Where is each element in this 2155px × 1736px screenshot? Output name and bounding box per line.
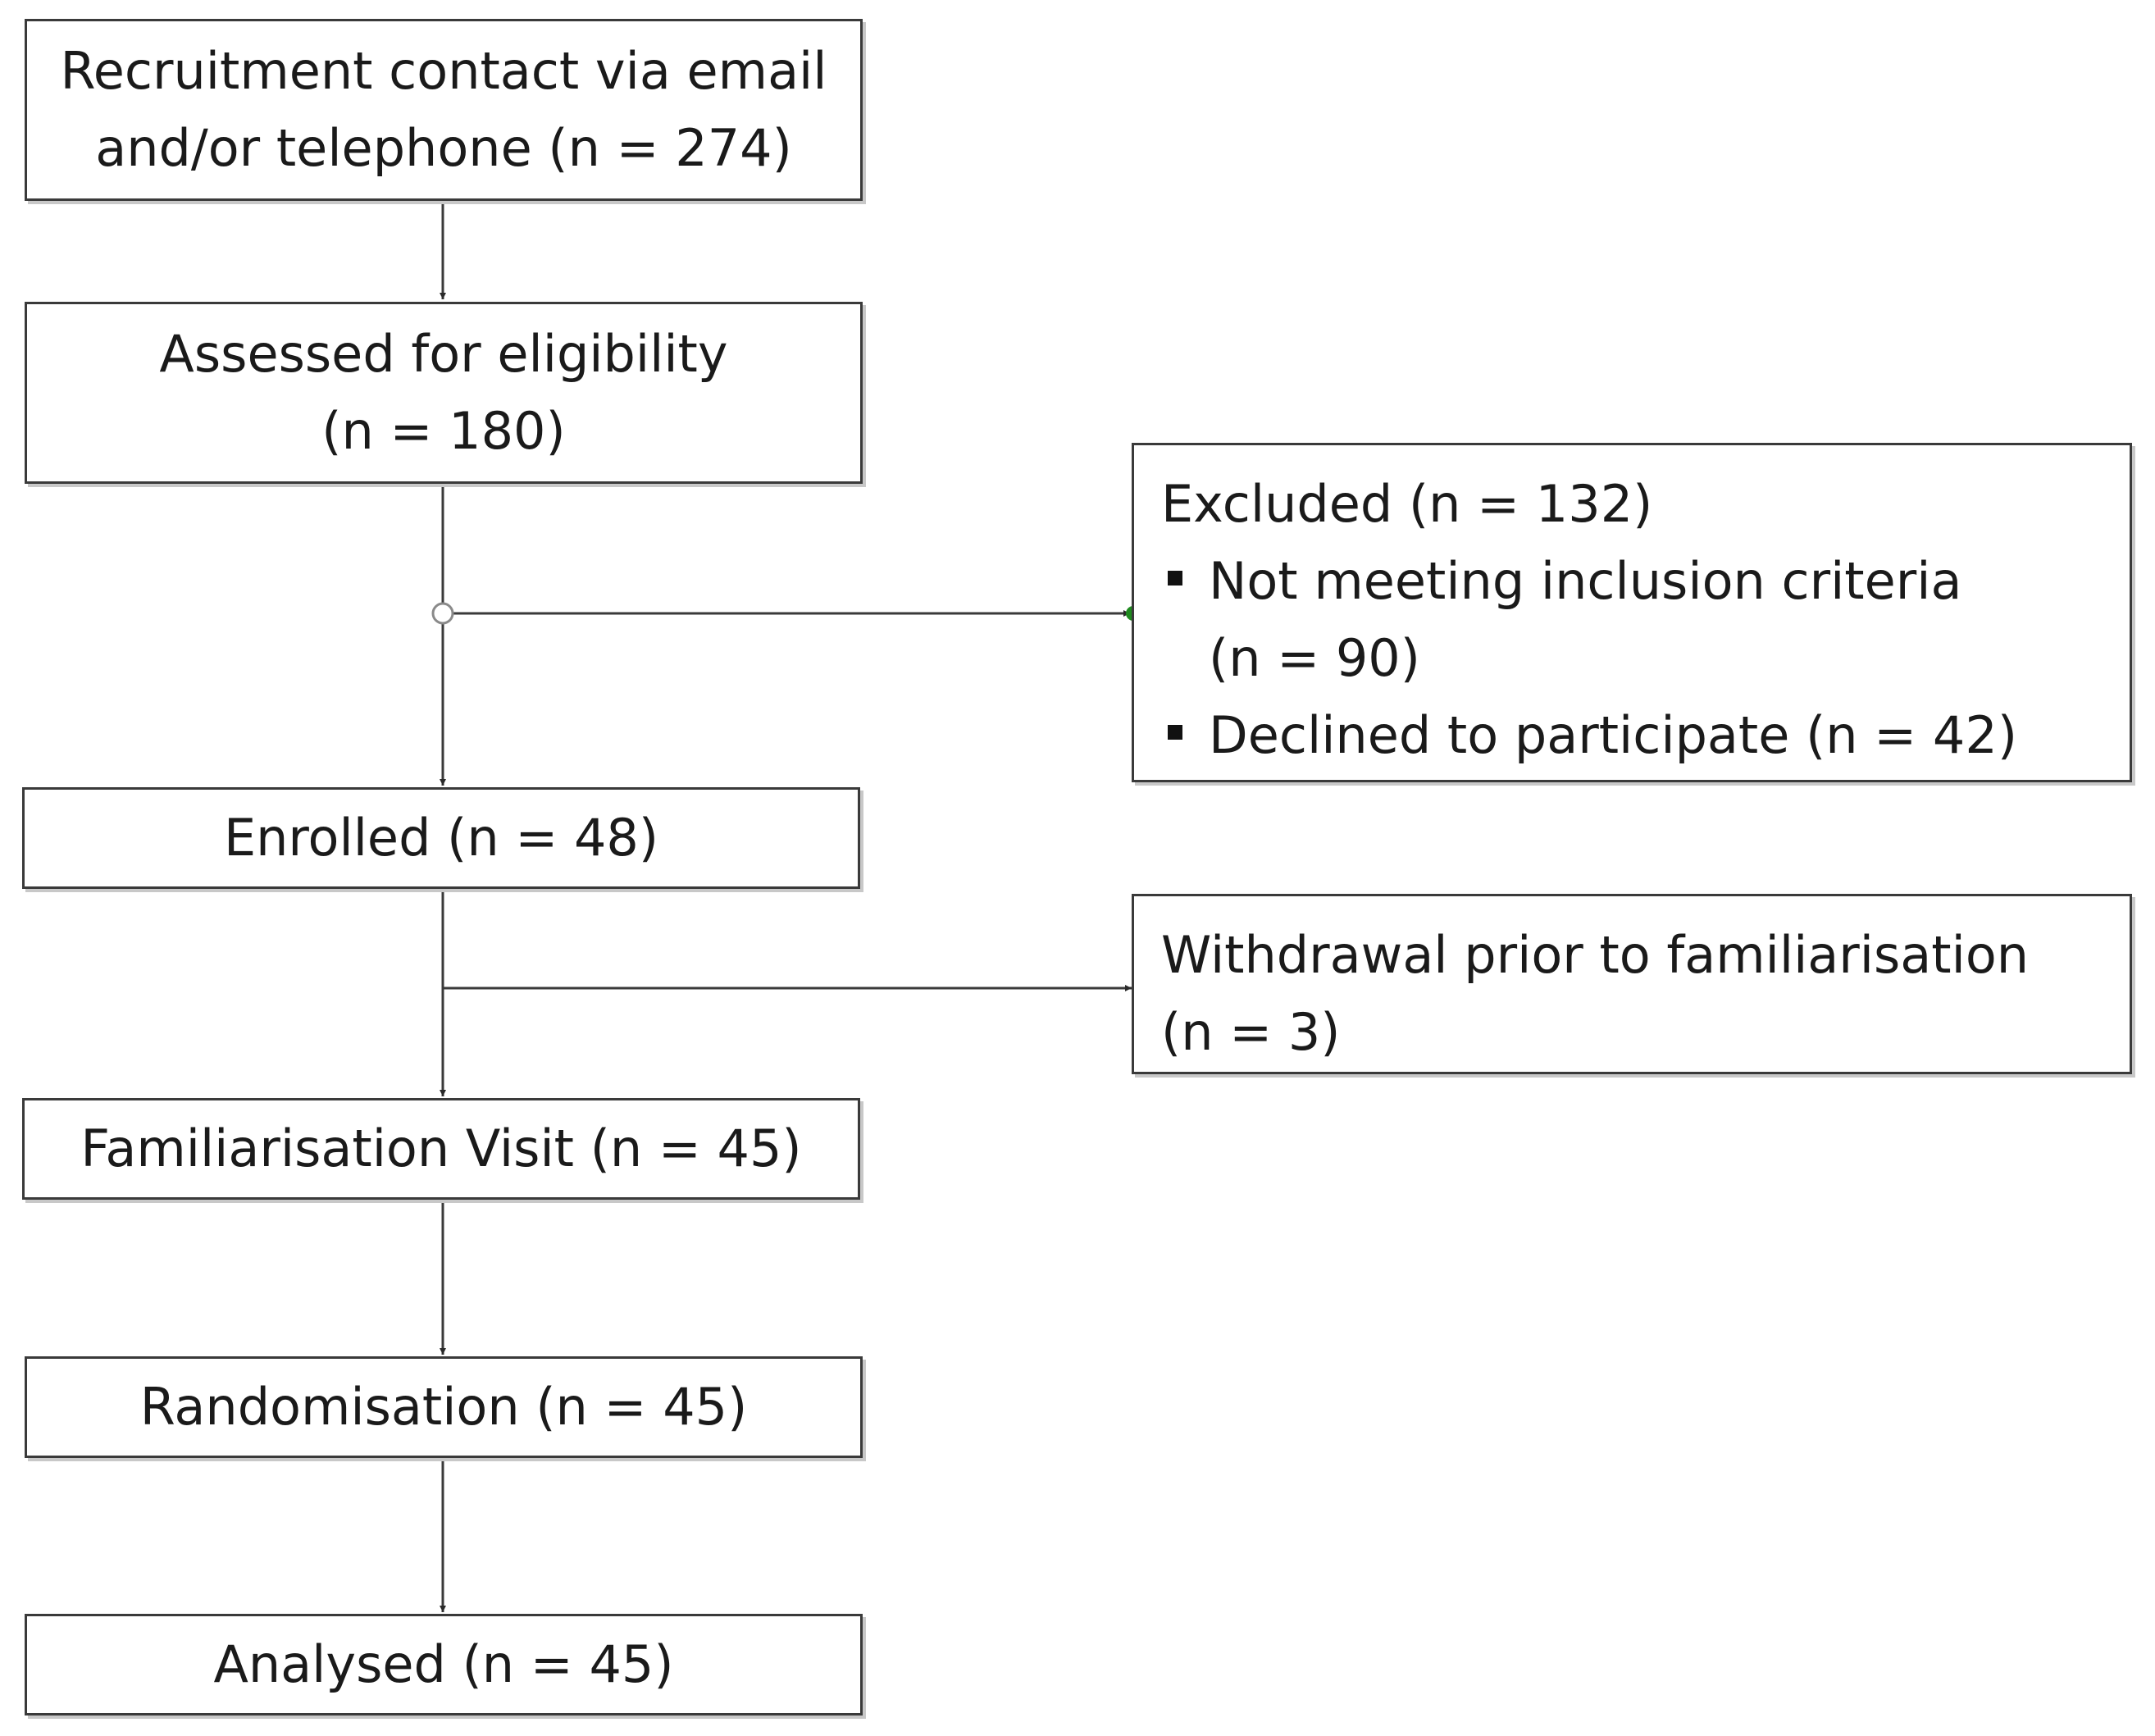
assessed-line-2: (n = 180) <box>321 401 566 461</box>
recruitment-line-1: Recruitment contact via email <box>60 41 827 101</box>
excluded-item-count: (n = 90) <box>1209 628 1420 688</box>
excluded-item-declined: Declined to participate (n = 42) <box>1161 697 2130 774</box>
excluded-title: Excluded (n = 132) <box>1161 474 1653 534</box>
assessed-line-1: Assessed for eligibility <box>159 324 728 384</box>
junction-marker-source <box>431 602 454 625</box>
excluded-item-label: Not meeting inclusion criteria <box>1209 551 1962 611</box>
excluded-box: Excluded (n = 132) Not meeting inclusion… <box>1132 443 2132 782</box>
recruitment-line-2: and/or telephone (n = 274) <box>95 118 792 178</box>
analysed-box: Analysed (n = 45) <box>25 1614 863 1715</box>
familiarisation-label: Familiarisation Visit (n = 45) <box>80 1119 802 1178</box>
recruitment-box: Recruitment contact via email and/or tel… <box>25 19 863 201</box>
randomisation-box: Randomisation (n = 45) <box>25 1356 863 1458</box>
assessed-box: Assessed for eligibility (n = 180) <box>25 302 863 484</box>
excluded-item-label: Declined to participate (n = 42) <box>1209 705 2018 765</box>
withdrawal-line-2: (n = 3) <box>1161 1002 1341 1062</box>
withdrawal-line-1: Withdrawal prior to familiarisation <box>1161 925 2030 985</box>
randomisation-label: Randomisation (n = 45) <box>139 1377 748 1437</box>
analysed-label: Analysed (n = 45) <box>213 1634 674 1694</box>
bullet-square-icon <box>1168 571 1182 586</box>
excluded-item-not-meeting-criteria: Not meeting inclusion criteria <box>1161 543 2130 620</box>
familiarisation-box: Familiarisation Visit (n = 45) <box>22 1098 860 1200</box>
enrolled-label: Enrolled (n = 48) <box>223 808 659 868</box>
withdrawal-box: Withdrawal prior to familiarisation (n =… <box>1132 894 2132 1074</box>
bullet-square-icon <box>1168 725 1182 740</box>
enrolled-box: Enrolled (n = 48) <box>22 787 860 889</box>
